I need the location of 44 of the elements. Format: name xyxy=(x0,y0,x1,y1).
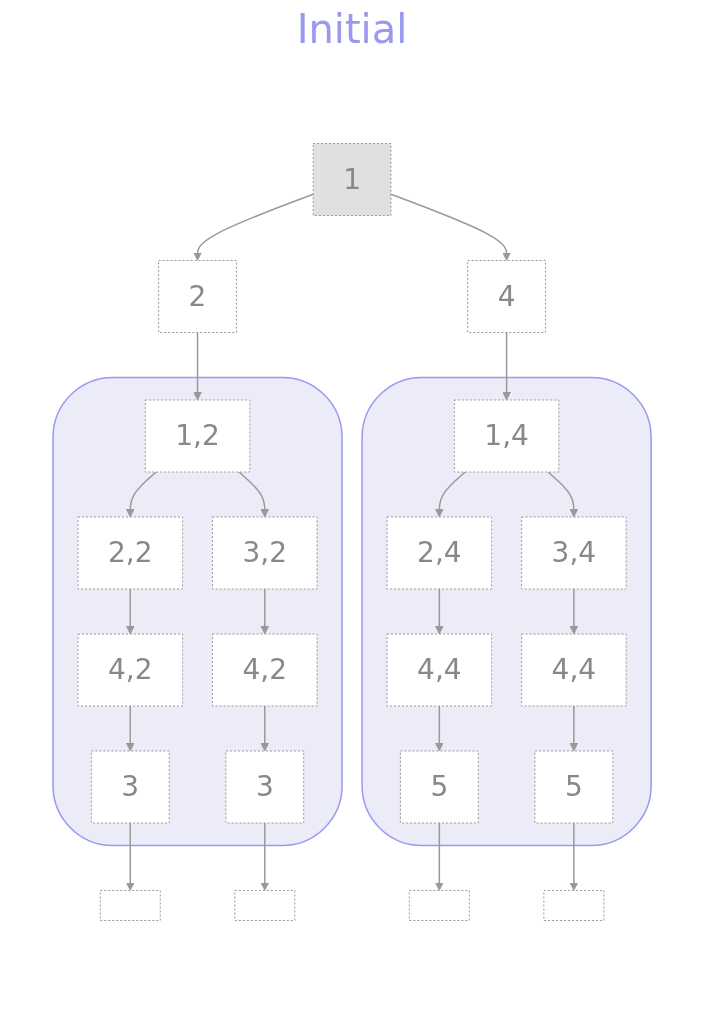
arrow xyxy=(125,705,135,752)
arrow xyxy=(125,588,135,635)
arrow xyxy=(569,705,579,752)
node-box: 3,4 xyxy=(521,516,627,590)
arrow xyxy=(434,822,444,891)
arrow xyxy=(390,193,511,261)
arrow xyxy=(434,471,466,518)
node-box: 3 xyxy=(90,750,170,824)
node-box: 2,2 xyxy=(77,516,183,590)
node-box xyxy=(408,890,470,921)
arrow xyxy=(260,588,270,635)
arrow xyxy=(125,471,157,518)
arrow xyxy=(547,471,579,518)
node-box xyxy=(543,890,605,921)
node-box: 4 xyxy=(467,260,546,333)
cluster xyxy=(52,376,343,847)
node-box: 3,2 xyxy=(211,516,318,590)
node-box: 2 xyxy=(158,260,237,333)
node-box: 4,2 xyxy=(211,633,318,707)
node-box: 2,4 xyxy=(386,516,493,590)
node-box xyxy=(99,890,161,921)
arrow xyxy=(434,705,444,752)
node-box: 4,2 xyxy=(77,633,183,707)
diagram-title: Initial xyxy=(295,6,409,52)
node-box: 1 xyxy=(312,143,392,216)
arrow xyxy=(569,822,579,891)
arrow xyxy=(238,471,270,518)
node-box: 1,4 xyxy=(453,399,560,473)
node-box: 1,2 xyxy=(144,399,251,473)
arrow xyxy=(569,588,579,635)
node-box xyxy=(234,890,296,921)
arrow xyxy=(434,588,444,635)
node-box: 5 xyxy=(399,750,479,824)
node-box: 5 xyxy=(534,750,614,824)
node-box: 3 xyxy=(225,750,305,824)
arrow xyxy=(193,193,314,261)
arrow xyxy=(125,822,135,891)
node-box: 4,4 xyxy=(521,633,627,707)
arrow xyxy=(193,331,202,401)
arrow xyxy=(502,331,511,401)
cluster xyxy=(361,376,652,847)
arrow xyxy=(260,705,270,752)
node-box: 4,4 xyxy=(386,633,493,707)
arrow xyxy=(260,822,270,891)
